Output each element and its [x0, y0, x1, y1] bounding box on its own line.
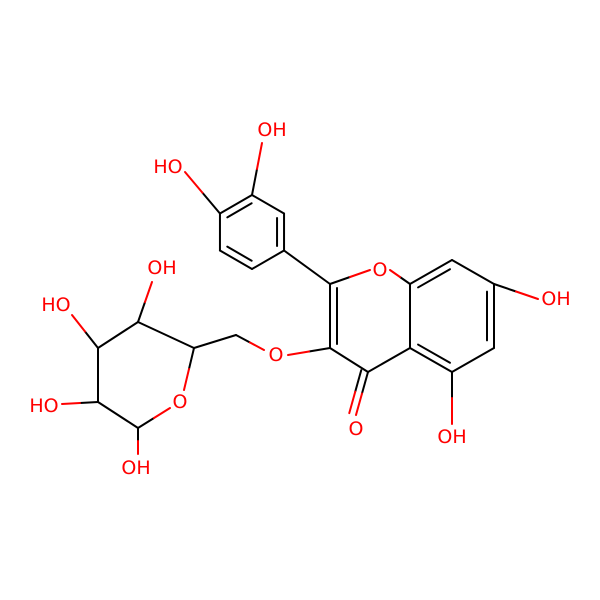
bond-c2-o1: [349, 269, 371, 278]
label-ho-sugar-lower: HO: [29, 395, 58, 417]
atom-label-layer: OH HO OH OH O O O O OH HO HO OH: [29, 119, 570, 479]
bond-ring-a: [409, 347, 453, 373]
bond-ring-b-double: [226, 245, 253, 262]
label-o-ether: O: [269, 344, 284, 366]
bond-ch2-c5: [193, 334, 237, 349]
label-oh-sugar-top: OH: [147, 257, 176, 279]
bond-c-ho-left: [201, 191, 221, 215]
label-oh-catechol-top: OH: [257, 119, 286, 141]
bond-ring-a: [451, 259, 495, 285]
bond-ring-a-double: [417, 343, 451, 364]
bond-ring-b: [218, 249, 253, 270]
bond-layer: [61, 142, 539, 455]
bond-ring-b: [251, 194, 286, 215]
bond-carbonyl: [348, 390, 357, 415]
bond-c3-ho: [71, 314, 86, 333]
bond-c5-o5: [183, 368, 190, 391]
label-oh-sugar-anomeric: OH: [121, 457, 150, 479]
bond-c7-oh: [515, 290, 539, 300]
bond-ch2-o-ether: [235, 334, 251, 344]
bond-c3-o-ether: [287, 350, 310, 356]
bond-c4-oh: [137, 301, 146, 323]
label-oh-chromone-5: OH: [437, 426, 466, 448]
bond-c1-o5: [137, 417, 155, 429]
bond-c4-c3: [329, 347, 369, 373]
bond-ring-a-double: [417, 268, 451, 289]
bond-ring-b-double: [226, 202, 253, 219]
bond-sugar-ring: [97, 321, 139, 349]
label-oh-chromone-7: OH: [541, 288, 570, 310]
bond-c-oh-top: [251, 168, 258, 196]
label-o-sugar-ring: O: [173, 391, 188, 413]
bond-c7-oh: [493, 283, 517, 293]
bond-c1-o5: [153, 407, 171, 419]
bond-biaryl: [283, 249, 331, 285]
bond-c2-o1: [329, 276, 351, 285]
bond-c8a-o1: [399, 276, 411, 285]
bond-ring-a: [451, 347, 495, 373]
bond-c2-ho: [79, 401, 99, 404]
bond-c8a-o1: [389, 269, 401, 278]
bond-carbonyl: [354, 369, 363, 393]
bond-c4-oh: [144, 281, 153, 303]
bond-c4a-c4: [367, 347, 411, 373]
bond-c-ho-left: [184, 171, 204, 194]
label-o-carbonyl: O: [349, 418, 364, 440]
bond-c3-ho: [84, 330, 99, 349]
bond-sugar-ring: [137, 321, 195, 349]
bond-c3-o-ether: [308, 347, 331, 353]
bond-sugar-ring: [97, 401, 139, 429]
bond-carbonyl: [361, 371, 369, 395]
bond-ring-b: [251, 249, 286, 270]
bond-ch2-o-ether: [249, 341, 265, 351]
bond-ring-b: [218, 194, 253, 215]
bond-c-oh-top: [256, 142, 263, 170]
bond-c2-ho: [61, 402, 81, 405]
label-ho-catechol-left: HO: [153, 156, 182, 178]
bond-c5-o5: [188, 347, 195, 370]
label-ho-sugar-upper: HO: [41, 294, 70, 316]
bond-carbonyl: [355, 392, 363, 416]
label-o-ring: O: [373, 259, 388, 281]
bond-ring-a: [409, 259, 453, 285]
